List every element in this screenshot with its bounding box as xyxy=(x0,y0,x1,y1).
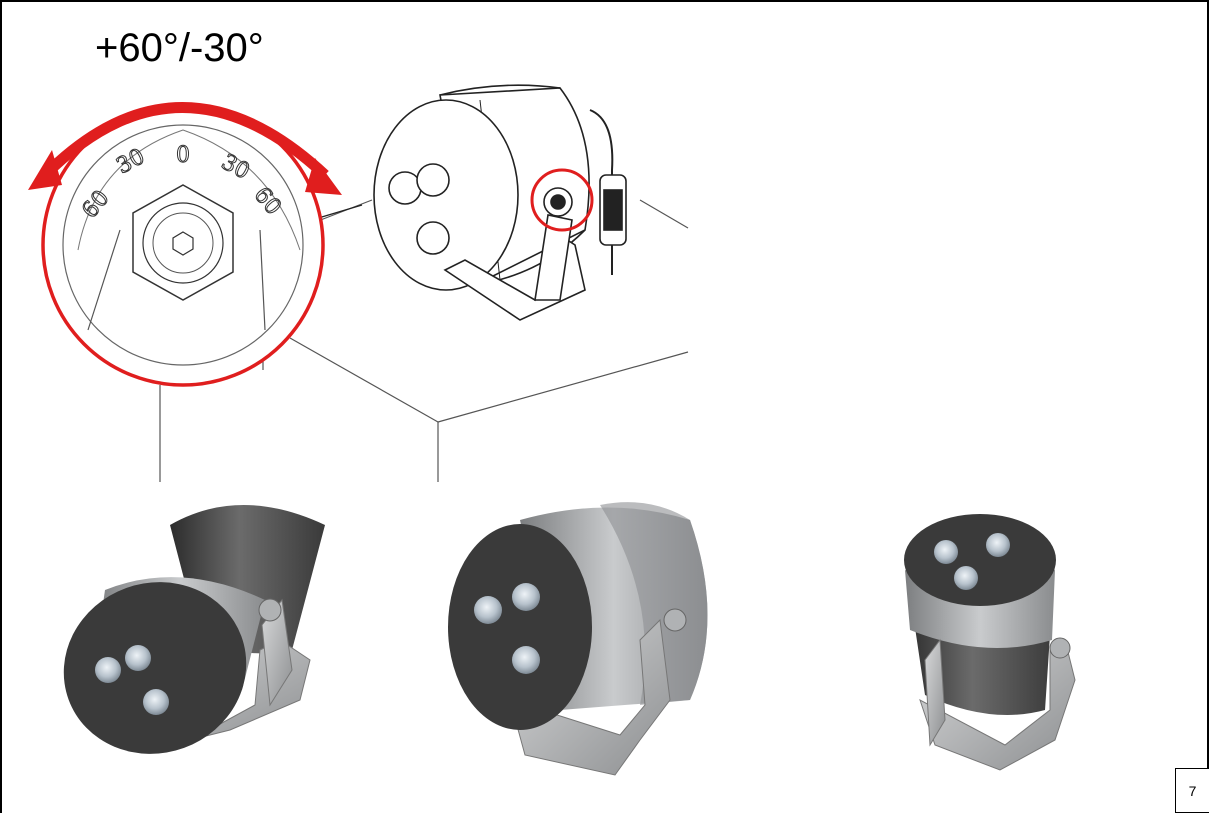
dial-label: 0 xyxy=(176,143,190,168)
luminaire-render-center xyxy=(448,502,708,776)
page-number: 7 xyxy=(1175,768,1209,813)
rotation-arrow xyxy=(28,102,342,195)
luminaire-render-left xyxy=(63,505,325,754)
luminaire-render-right xyxy=(904,514,1076,771)
tilt-range-label: +60°/-30° xyxy=(95,26,264,70)
luminaire-line-drawing xyxy=(304,84,627,321)
